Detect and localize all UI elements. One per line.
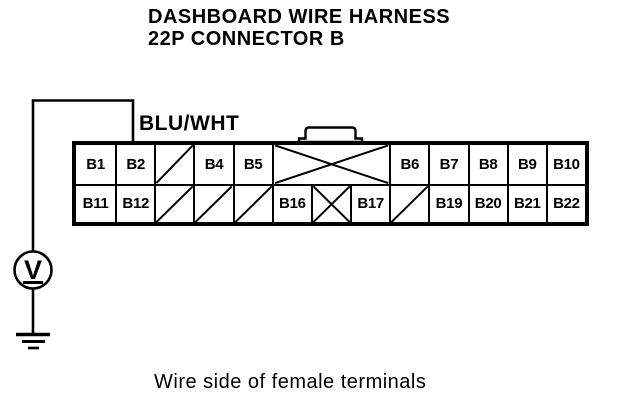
pin-label: B9 [517, 155, 537, 173]
pin-label: B11 [82, 195, 109, 213]
voltmeter-v-glyph: V [24, 255, 42, 285]
pin-cell-B2: B2 [115, 145, 154, 184]
pin-cell-B9: B9 [506, 145, 546, 184]
blocked-cell [154, 145, 193, 184]
blocked-cell [389, 183, 429, 223]
blocked-slash-icon [156, 145, 193, 184]
pin-cell-B6: B6 [389, 145, 428, 184]
pin-label: B21 [513, 195, 541, 213]
keyway-x-icon [274, 145, 389, 184]
diagram-caption: Wire side of female terminals [154, 371, 427, 393]
wire-color-label: BLU/WHT [139, 112, 240, 135]
pin-cell-B5: B5 [232, 145, 272, 184]
pin-label: B1 [86, 155, 105, 173]
pin-cell-B11: B11 [76, 183, 116, 223]
pin-label: B22 [553, 195, 580, 213]
pin-label: B12 [122, 195, 150, 213]
pin-cell-B16: B16 [271, 183, 311, 222]
blocked-slash-icon [156, 186, 193, 223]
blocked-cell [193, 183, 233, 223]
pin-label: B8 [478, 155, 498, 173]
pin-cell-B1: B1 [76, 145, 115, 184]
pin-label: B2 [126, 155, 145, 173]
pin-cell-B7: B7 [428, 145, 467, 184]
pin-cell-B4: B4 [193, 145, 232, 184]
pin-label: B20 [474, 195, 502, 213]
pin-label: B17 [357, 195, 384, 213]
pin-cell-B20: B20 [467, 183, 507, 222]
diagram-title: DASHBOARD WIRE HARNESS 22P CONNECTOR B [148, 6, 450, 50]
blocked-slash-icon [235, 186, 272, 223]
pin-label: B5 [243, 155, 263, 173]
pin-cell-B8: B8 [467, 145, 507, 184]
blocked-slash-icon [391, 186, 428, 223]
keyway-cell [271, 145, 389, 184]
pin-label: B6 [400, 155, 420, 173]
pin-cell-B19: B19 [428, 183, 468, 222]
pin-label: B16 [279, 195, 306, 213]
pin-cell-B10: B10 [545, 145, 585, 184]
blocked-cell [232, 183, 272, 223]
blocked-slash-icon [195, 186, 232, 223]
pin-label: B7 [439, 155, 459, 173]
blocked-cell [154, 183, 194, 223]
pin-cell-B12: B12 [115, 183, 155, 222]
pin-cell-B21: B21 [506, 183, 546, 222]
pin-cell-B17: B17 [350, 183, 390, 222]
diagram-title-line1: DASHBOARD WIRE HARNESS [148, 6, 451, 28]
ground-symbol [16, 288, 50, 350]
pin-label: B10 [553, 155, 580, 173]
keyway-cell [310, 183, 351, 223]
pin-label: B19 [435, 195, 463, 213]
keyway-x-icon [313, 186, 350, 223]
diagram-title-line2: 22P CONNECTOR B [148, 28, 345, 50]
pin-label: B4 [204, 155, 224, 173]
voltmeter-symbol: V [13, 250, 53, 290]
connector-latch-tab [297, 126, 364, 144]
pin-cell-B22: B22 [545, 183, 585, 222]
voltmeter-circle [13, 250, 53, 290]
